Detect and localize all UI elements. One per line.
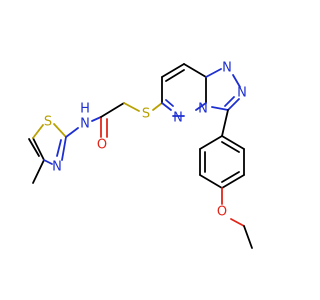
bond bbox=[61, 136, 67, 161]
bond bbox=[211, 106, 229, 111]
pyridazine-nitrogen-label: N bbox=[198, 102, 208, 117]
bond bbox=[165, 99, 174, 107]
bond bbox=[53, 123, 67, 138]
molecule-structure-diagram: S N N H O S N N N N O bbox=[28, 61, 253, 249]
thiazole-nitrogen-label: N bbox=[52, 160, 62, 175]
bond bbox=[195, 102, 207, 111]
bond bbox=[227, 98, 240, 111]
ether-oxygen-label: O bbox=[217, 205, 227, 220]
triazole-nitrogen-label: N bbox=[222, 61, 232, 76]
atom-label-layer: S N N H O S N N N N O bbox=[44, 61, 247, 220]
bond bbox=[161, 63, 185, 78]
bond bbox=[100, 102, 125, 118]
bond bbox=[123, 102, 140, 112]
carbonyl-oxygen-label: O bbox=[97, 138, 107, 153]
bond bbox=[65, 127, 79, 138]
bond bbox=[43, 159, 53, 165]
bond bbox=[243, 225, 253, 249]
bond bbox=[221, 141, 240, 153]
bond bbox=[199, 174, 223, 189]
triazole-nitrogen-label: N bbox=[237, 86, 247, 101]
bond bbox=[32, 137, 45, 161]
bond bbox=[161, 102, 172, 111]
thioether-sulfur-label: S bbox=[142, 107, 150, 122]
thiazole-sulfur-label: S bbox=[44, 115, 52, 130]
bond bbox=[230, 218, 245, 227]
bond bbox=[32, 159, 45, 184]
bond bbox=[221, 171, 240, 183]
bond bbox=[232, 74, 241, 88]
pyridazine-nitrogen-label: N bbox=[173, 111, 183, 126]
bond bbox=[56, 139, 62, 157]
bond bbox=[28, 138, 40, 157]
bond bbox=[205, 68, 222, 78]
bond bbox=[152, 102, 163, 111]
amide-nitrogen-label: N bbox=[80, 117, 90, 132]
bond bbox=[165, 69, 185, 82]
bond bbox=[221, 109, 229, 137]
bond bbox=[221, 135, 245, 150]
bond bbox=[183, 63, 207, 78]
bond bbox=[199, 135, 223, 150]
bond bbox=[32, 124, 44, 139]
bond bbox=[221, 174, 245, 189]
bond bbox=[91, 116, 102, 122]
bond bbox=[224, 96, 235, 107]
amide-hydrogen-label: H bbox=[80, 102, 90, 117]
bond-layer bbox=[28, 63, 253, 249]
